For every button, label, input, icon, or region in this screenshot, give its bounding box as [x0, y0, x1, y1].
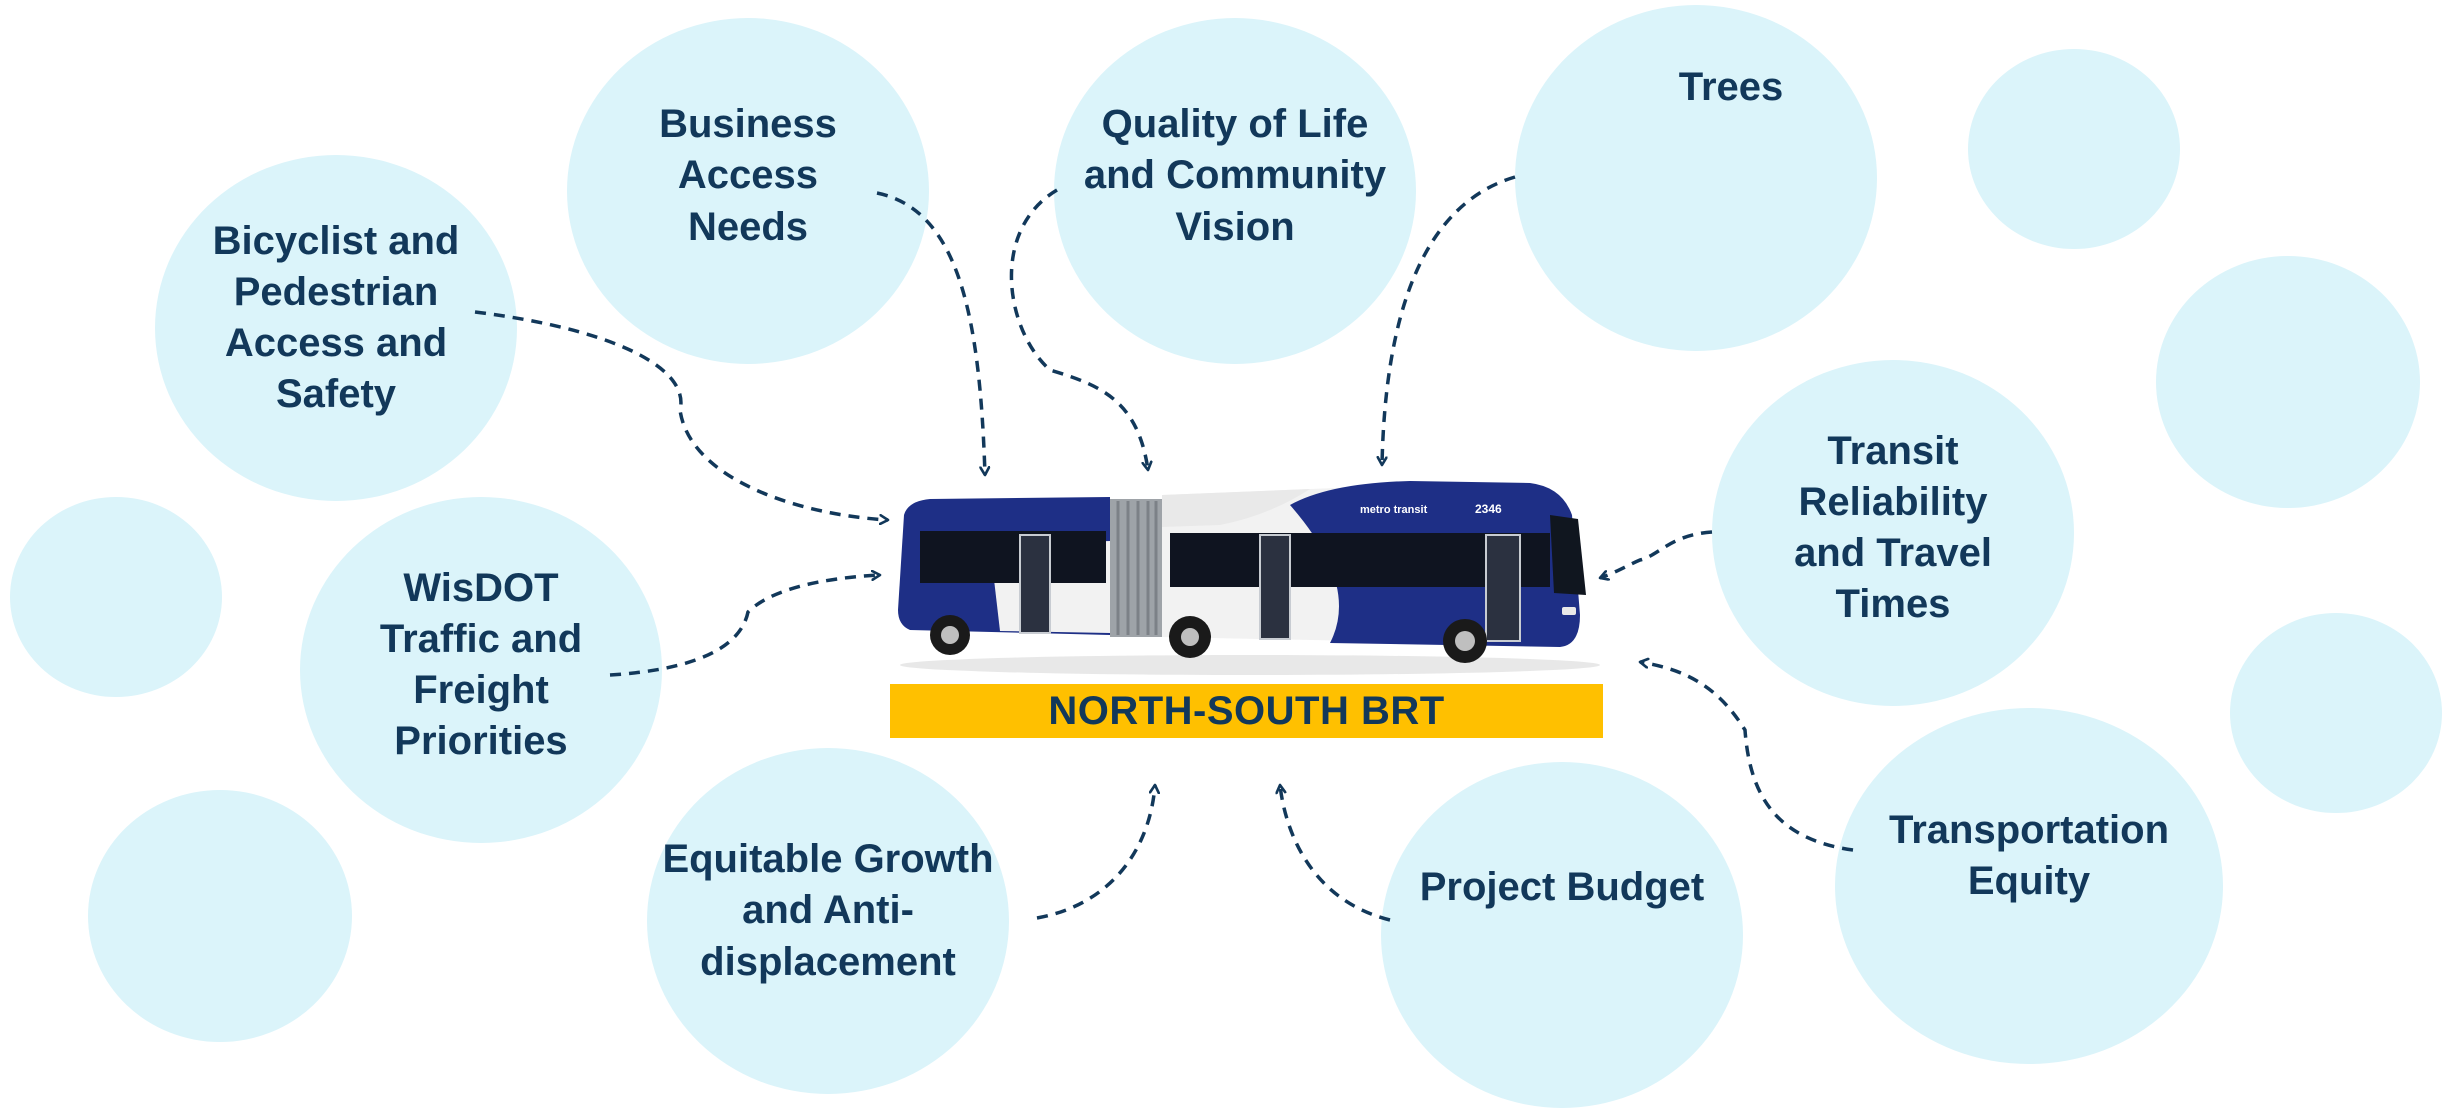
brt-bus-illustration: metro transit 2346: [898, 481, 1600, 675]
bubble-quality-of-life: [1054, 18, 1416, 364]
bubble-equitable-growth: [647, 748, 1009, 1094]
bubble-trees: [1515, 5, 1877, 351]
arrow-transportation-equity: [1640, 662, 1854, 852]
arrow-trees: [1382, 175, 1516, 465]
bubble-wisdot: [300, 497, 662, 843]
label-quality-of-life: Quality of Life and Community Vision: [1083, 102, 1387, 249]
arrow-bicyclist: [474, 310, 888, 520]
label-trees: Trees: [1678, 65, 1784, 110]
bubble-empty-4: [2230, 613, 2442, 813]
bubble-project-budget: [1381, 762, 1743, 1108]
label-bicyclist-pedestrian: Bicyclist and Pedestrian Access and Safe…: [212, 218, 460, 417]
bus-fleet-number: 2346: [1475, 502, 1502, 516]
bubble-transportation-equity: [1835, 708, 2223, 1064]
bubble-empty-3: [10, 497, 222, 697]
bubble-empty-2: [2156, 256, 2420, 508]
bubble-transit-reliability: [1712, 360, 2074, 706]
arrow-equitable-growth: [1036, 785, 1155, 920]
project-title-banner: NORTH-SOUTH BRT: [890, 684, 1603, 738]
label-business-access: Business Access Needs: [659, 102, 837, 249]
label-transit-reliability: Transit Reliability and Travel Times: [1794, 428, 1992, 627]
bubble-bicyclist-pedestrian: [155, 155, 517, 501]
bubble-business-access: [567, 18, 929, 364]
project-title: NORTH-SOUTH BRT: [1048, 688, 1445, 733]
bubble-empty-5: [88, 790, 352, 1042]
label-wisdot: WisDOT Traffic and Freight Priorities: [379, 565, 583, 764]
bus-brand-text: metro transit: [1360, 504, 1428, 516]
label-transportation-equity: Transportation Equity: [1888, 807, 2170, 903]
label-equitable-growth: Equitable Growth and Anti- displacement: [662, 837, 994, 984]
arrow-wisdot: [609, 575, 880, 677]
bus-wheels: [930, 615, 1487, 663]
bubble-empty-1: [1968, 49, 2180, 249]
arrow-transit-reliability: [1600, 530, 1713, 578]
arrow-project-budget: [1280, 785, 1391, 922]
label-project-budget: Project Budget: [1419, 864, 1705, 909]
arrow-quality-of-life: [1009, 188, 1148, 470]
